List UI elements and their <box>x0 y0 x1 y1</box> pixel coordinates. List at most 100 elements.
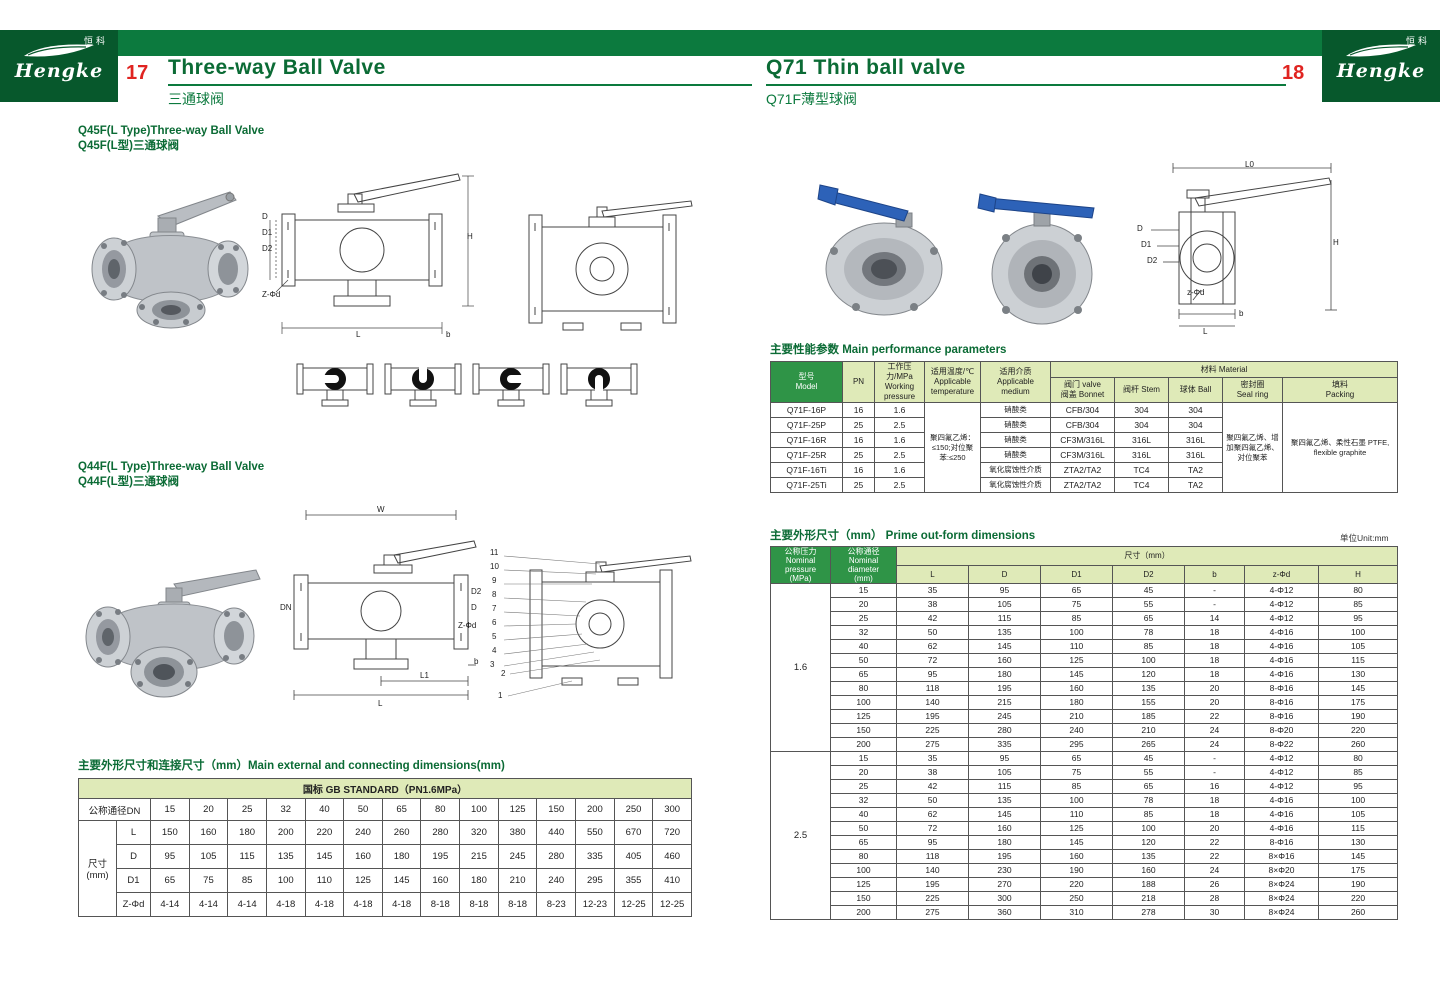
dim-value: 135 <box>1112 681 1185 696</box>
table-header-row: 公称压力 Nominal pressure (MPa) 公称通径 Nominal… <box>770 546 1399 584</box>
dim-value: 22 <box>1184 849 1245 864</box>
diameter-value: 25 <box>830 611 897 626</box>
q44f-valve-photo <box>78 550 268 715</box>
dim-value: 175 <box>1317 695 1399 710</box>
dim-value: 30 <box>1184 905 1245 920</box>
dim-value: 380 <box>497 820 538 845</box>
pressure-value: 2.5 <box>874 447 925 463</box>
dn-value: 300 <box>652 798 692 821</box>
model-value: Q71F-16R <box>770 432 843 448</box>
pressure-group-value: 1.6 <box>770 583 831 752</box>
diameter-value: 25 <box>830 779 897 794</box>
dim-value: 8×Φ24 <box>1244 905 1319 920</box>
dim-value: 160 <box>1040 681 1113 696</box>
dim-value: 550 <box>575 820 615 845</box>
part-number-11: 11 <box>490 548 499 557</box>
pn-value: 16 <box>842 462 875 478</box>
dim-value: 135 <box>968 793 1041 808</box>
dim-value: 160 <box>188 820 229 845</box>
part-number-8: 8 <box>492 590 497 599</box>
dim-value: 335 <box>968 737 1041 752</box>
dim-value: 215 <box>968 695 1041 710</box>
dim-value: 210 <box>1112 723 1185 738</box>
model-value: Q71F-25Ti <box>770 477 843 493</box>
dim-value: 160 <box>420 868 461 893</box>
connection-table-title: 主要外形尺寸和连接尺寸（mm）Main external and connect… <box>78 760 505 772</box>
q44f-heading-cn: Q44F(L型)三通球阀 <box>78 476 179 488</box>
dim-row-label: D1 <box>116 868 151 893</box>
dim-value: 160 <box>343 844 383 869</box>
flow-config-2 <box>384 363 462 407</box>
part-number-2: 2 <box>501 669 506 678</box>
dim-value: 95 <box>896 835 969 850</box>
dn-value: 15 <box>150 798 190 821</box>
dim-value: 75 <box>188 868 229 893</box>
dim-value: 85 <box>227 868 267 893</box>
dim-value: 145 <box>304 844 345 869</box>
dim-value: 18 <box>1184 653 1245 668</box>
unit-label: 单位Unit:mm <box>1340 533 1389 543</box>
dim-value: 410 <box>652 868 692 893</box>
stem-material-value: 304 <box>1114 417 1169 433</box>
dim-value: 4-Φ16 <box>1244 625 1319 640</box>
q45f-valve-photo <box>80 180 260 335</box>
part-number-4: 4 <box>492 646 497 655</box>
ball-material-value: 316L <box>1168 447 1223 463</box>
dim-value: 4-Φ12 <box>1244 611 1319 626</box>
dim-value: 300 <box>968 891 1041 906</box>
pressure-value: 1.6 <box>874 402 925 418</box>
dim-value: 195 <box>420 844 461 869</box>
dim-value: 4-Φ16 <box>1244 793 1319 808</box>
q45f-heading-cn: Q45F(L型)三通球阀 <box>78 140 179 152</box>
dim-value: 220 <box>1317 891 1399 906</box>
stem-material-value: 316L <box>1114 432 1169 448</box>
pn-value: 16 <box>842 432 875 448</box>
q71-valve-photo-angled <box>800 165 970 325</box>
dim-value: 42 <box>896 611 969 626</box>
q44f-heading-en: Q44F(L Type)Three-way Ball Valve <box>78 461 265 473</box>
packing-value: 聚四氟乙烯、柔性石墨 PTFE, flexible graphite <box>1282 402 1398 493</box>
dn-value: 20 <box>188 798 229 821</box>
diameter-value: 65 <box>830 667 897 682</box>
right-title-underline <box>766 84 1286 86</box>
model-value: Q71F-16P <box>770 402 843 418</box>
dim-label-ZPhid: Z-Φd <box>262 290 281 299</box>
pn-value: 25 <box>842 477 875 493</box>
diameter-value: 80 <box>830 681 897 696</box>
dim-value: 14 <box>1184 611 1245 626</box>
dim-value: 220 <box>304 820 345 845</box>
dim-value: 75 <box>1040 597 1113 612</box>
dim-label-b: b <box>474 657 479 666</box>
stem-material-value: TC4 <box>1114 462 1169 478</box>
part-number-1: 1 <box>498 691 503 700</box>
dim-value: 440 <box>536 820 577 845</box>
dim-value: 225 <box>896 723 969 738</box>
diameter-value: 80 <box>830 849 897 864</box>
dim-label-D2: D2 <box>471 587 482 596</box>
page-number-right: 18 <box>1282 62 1305 84</box>
ball-material-value: 316L <box>1168 432 1223 448</box>
brand-name-en: Hengke <box>1336 60 1426 82</box>
part-number-10: 10 <box>490 562 499 571</box>
dn-value: 80 <box>420 798 461 821</box>
q45f-valve-photo-image <box>91 191 249 329</box>
outline-dimensions-table: 公称压力 Nominal pressure (MPa) 公称通径 Nominal… <box>770 546 1399 920</box>
dim-value: 110 <box>1040 807 1113 822</box>
dim-value: 45 <box>1112 583 1185 598</box>
dim-value: 24 <box>1184 863 1245 878</box>
dim-value: 8-Φ20 <box>1244 723 1319 738</box>
ball-material-value: TA2 <box>1168 477 1223 493</box>
dim-value: 50 <box>896 793 969 808</box>
medium-value: 硝酸类 <box>980 432 1051 448</box>
dim-value: 8×Φ20 <box>1244 863 1319 878</box>
dim-value: 200 <box>265 820 306 845</box>
dim-label-D1: D1 <box>1141 240 1152 249</box>
